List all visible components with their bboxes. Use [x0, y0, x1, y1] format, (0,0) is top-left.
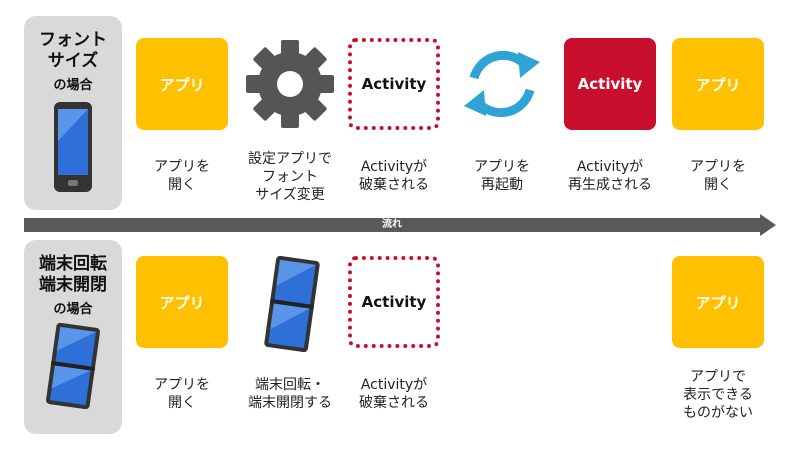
- app-tile-label: アプリ: [159, 75, 205, 94]
- arrow-head-icon: [760, 214, 776, 236]
- app-tile-reopened-label: アプリ: [695, 75, 741, 94]
- app-tile-bottom: アプリ: [136, 256, 228, 348]
- caption-change-font-size: 設定アプリで フォント サイズ変更: [248, 151, 332, 203]
- app-tile-bottom-label: アプリ: [159, 293, 205, 312]
- flow-arrow: 流れ: [24, 214, 776, 236]
- foldable-phone-icon: [264, 256, 320, 352]
- font-size-case-title: フォント サイズ: [39, 30, 107, 71]
- rotation-case-subtitle: の場合: [53, 302, 93, 317]
- cycle-arrows-icon: [464, 50, 540, 118]
- activity-recreated-tile: Activity: [564, 38, 656, 130]
- rotation-case-title: 端末回転 端末開閉: [39, 254, 107, 295]
- gear-icon: [246, 40, 334, 128]
- font-size-case-panel: フォント サイズ の場合: [24, 16, 122, 210]
- activity-destroyed-label: Activity: [361, 75, 427, 93]
- app-tile-reopened: アプリ: [672, 38, 764, 130]
- caption-nothing-to-display: アプリで 表示できる ものがない: [683, 369, 753, 421]
- rotation-case-panel: 端末回転 端末開閉 の場合: [24, 240, 122, 434]
- flow-label: 流れ: [382, 219, 402, 230]
- app-tile: アプリ: [136, 38, 228, 130]
- foldable-phone-icon: [46, 323, 100, 409]
- activity-destroyed-tile: Activity: [348, 38, 440, 130]
- activity-destroyed-tile-bottom: Activity: [348, 256, 440, 348]
- caption-rotate-fold: 端末回転・ 端末開閉する: [248, 377, 332, 411]
- caption-activity-recreated: Activityが 再生成される: [568, 159, 652, 193]
- caption-open-app-bottom: アプリを 開く: [154, 377, 210, 411]
- activity-recreated-label: Activity: [577, 75, 643, 93]
- phone-icon: [54, 102, 92, 192]
- caption-activity-destroyed: Activityが 破棄される: [359, 159, 429, 193]
- caption-activity-destroyed-bottom: Activityが 破棄される: [359, 377, 429, 411]
- font-size-case-subtitle: の場合: [53, 78, 93, 93]
- caption-open-app: アプリを 開く: [154, 159, 210, 193]
- app-tile-bottom-end: アプリ: [672, 256, 764, 348]
- activity-destroyed-bottom-label: Activity: [361, 293, 427, 311]
- caption-open-app-again: アプリを 開く: [690, 159, 746, 193]
- caption-restart-app: アプリを 再起動: [474, 159, 530, 193]
- app-tile-bottom-end-label: アプリ: [695, 293, 741, 312]
